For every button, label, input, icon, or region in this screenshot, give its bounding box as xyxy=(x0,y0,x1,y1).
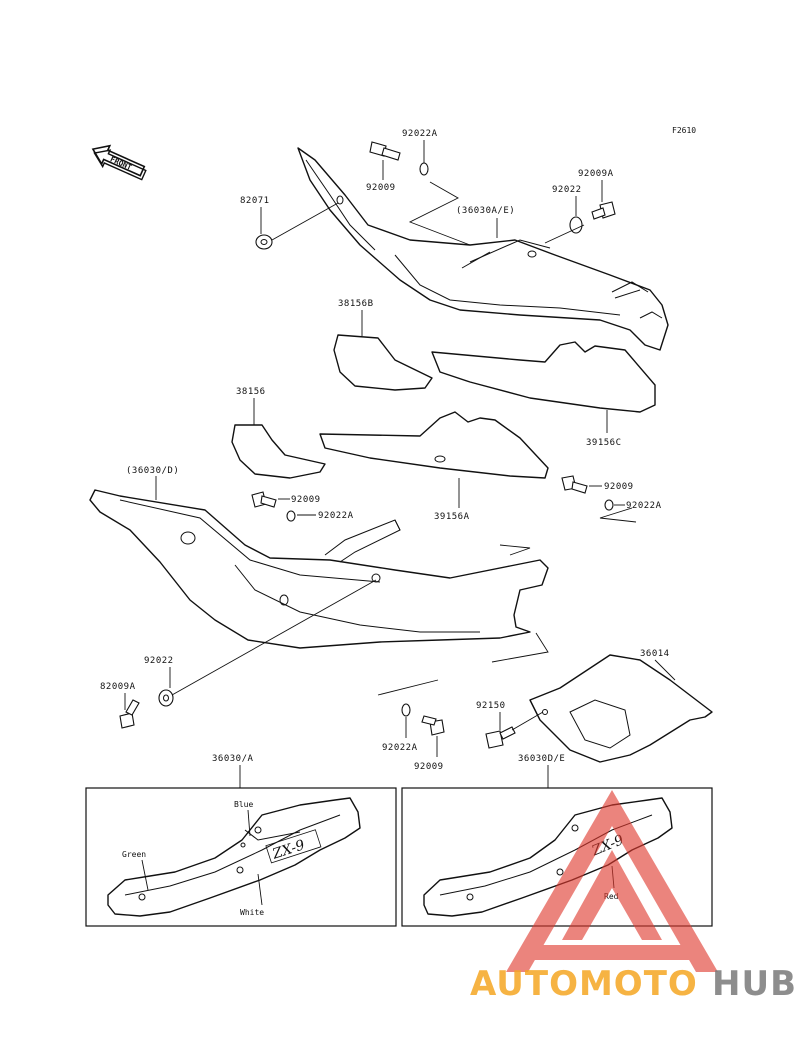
inset-right-color-red: Red xyxy=(604,892,619,901)
pad-38156 xyxy=(231,424,326,479)
inset-right-label: 36030D/E xyxy=(518,754,565,764)
cover-39156a xyxy=(319,411,549,479)
label-39156a: 39156A xyxy=(434,512,470,522)
washer-82071 xyxy=(255,234,273,250)
label-92022-right: 92022 xyxy=(552,185,582,195)
lower-side-cowl xyxy=(89,489,549,649)
label-39156c: 39156C xyxy=(586,438,622,448)
label-36030ae: (36030A/E) xyxy=(456,206,515,216)
label-92022a-bottom: 92022A xyxy=(382,743,418,753)
inset-left-color-blue: Blue xyxy=(234,800,253,809)
label-38156: 38156 xyxy=(236,387,266,397)
label-36030d: (36030/D) xyxy=(126,466,179,476)
washer-92022-right xyxy=(569,216,583,234)
inset-left-color-white: White xyxy=(240,908,264,917)
label-82009a: 82009A xyxy=(100,682,136,692)
label-82071: 82071 xyxy=(240,196,270,206)
label-92022a-mid: 92022A xyxy=(318,511,354,521)
bolt-82009a xyxy=(119,699,140,729)
inset-left-frame xyxy=(85,787,397,927)
figure-code: F2610 xyxy=(672,126,696,135)
nut-92022a-mid xyxy=(286,510,296,522)
cover-39156c xyxy=(431,341,656,413)
watermark-text: AUTOMOTO HUB xyxy=(470,964,797,1004)
bolt-92009-bottom xyxy=(421,715,445,736)
label-92022a-top: 92022A xyxy=(402,129,438,139)
bolt-92009-right xyxy=(561,475,588,494)
bolt-92009-mid xyxy=(251,491,277,508)
label-92022-left: 92022 xyxy=(144,656,174,666)
label-38156b: 38156B xyxy=(338,299,374,309)
pad-38156b xyxy=(333,334,433,391)
inset-right-frame xyxy=(401,787,713,927)
watermark-text-b: HUB xyxy=(712,964,797,1004)
inset-left-label: 36030/A xyxy=(212,754,254,764)
watermark-triangle-icon xyxy=(506,790,718,972)
bolt-92009-top xyxy=(369,141,401,161)
nut-92022a-bottom xyxy=(401,703,411,717)
bolt-92009a-right xyxy=(591,201,616,220)
label-92150: 92150 xyxy=(476,701,506,711)
label-92009-bottom: 92009 xyxy=(414,762,444,772)
label-92009-top: 92009 xyxy=(366,183,396,193)
label-92009a-right: 92009A xyxy=(578,169,614,179)
upper-tail-cowl xyxy=(297,147,669,351)
watermark xyxy=(506,790,718,972)
leader-lines xyxy=(124,140,676,788)
watermark-text-a: AUTOMOTO xyxy=(470,964,698,1004)
nut-92022a-top xyxy=(419,162,429,176)
label-92009-mid: 92009 xyxy=(291,495,321,505)
washer-92022-left xyxy=(158,689,174,707)
label-92009-right2: 92009 xyxy=(604,482,634,492)
bracket-36014 xyxy=(529,654,713,763)
label-36014: 36014 xyxy=(640,649,670,659)
label-92022a-right2: 92022A xyxy=(626,501,662,511)
inset-left: 36030/A ZX-9 Blue Green White xyxy=(85,754,397,927)
washer-82071-hole xyxy=(260,239,268,245)
cover-39156a-hole xyxy=(434,455,446,463)
inset-left-color-green: Green xyxy=(122,850,146,859)
bolt-92150 xyxy=(485,726,516,749)
washer-92022-left-hole xyxy=(163,694,169,702)
front-arrow-icon: FRONT xyxy=(91,144,147,181)
nut-92022a-right xyxy=(604,499,614,511)
